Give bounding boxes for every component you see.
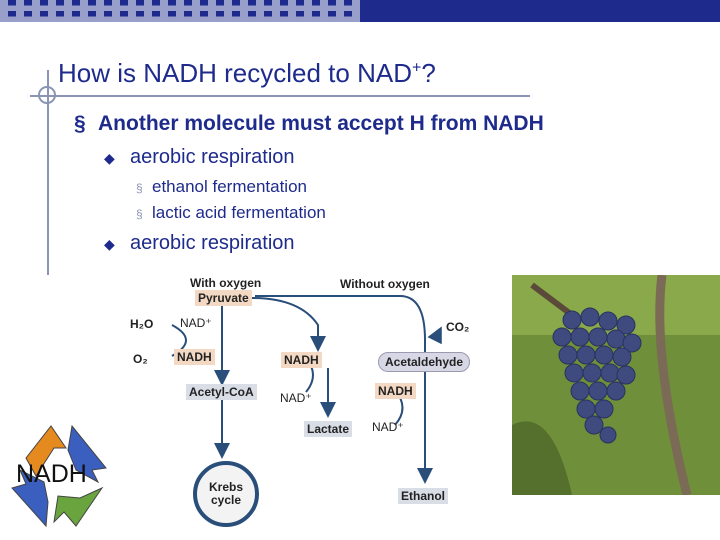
- crosshair-icon: [38, 86, 56, 104]
- o2-label: O₂: [133, 352, 148, 366]
- bullet-level2-1: ◆aerobic respiration: [104, 146, 295, 168]
- with-oxygen-label: With oxygen: [190, 276, 262, 290]
- nadh-box-3: NADH: [375, 383, 416, 399]
- bullet-marker-icon: §: [136, 207, 143, 221]
- acetaldehyde-oval: Acetaldehyde: [378, 352, 471, 372]
- nadh-box-1: NADH: [174, 349, 215, 365]
- ethanol-box: Ethanol: [398, 488, 448, 504]
- lactate-box: Lactate: [304, 421, 353, 437]
- nadh-logo-text: NADH: [16, 460, 87, 488]
- recycle-arrows-icon: [11, 424, 107, 528]
- bullet-level1: §Another molecule must accept H from NAD…: [74, 112, 544, 135]
- slide-title: How is NADH recycled to NAD+?: [58, 58, 436, 88]
- nad-plus-label-2: NAD⁺: [280, 391, 312, 405]
- pyruvate-box: Pyruvate: [195, 290, 252, 306]
- bullet-marker-icon: §: [74, 112, 86, 135]
- top-banner: [0, 0, 720, 22]
- krebs-cycle-label: Krebs cycle: [208, 480, 243, 507]
- without-oxygen-label: Without oxygen: [340, 277, 430, 291]
- bullet-marker-icon: §: [136, 181, 143, 195]
- acetyl-coa-box: Acetyl-CoA: [186, 384, 257, 400]
- krebs-cycle-circle: Krebs cycle: [193, 461, 259, 527]
- diamond-bullet-icon: ◆: [104, 236, 115, 252]
- nad-plus-label-3: NAD⁺: [372, 420, 404, 434]
- bullet-level3-2: §lactic acid fermentation: [136, 203, 326, 222]
- bullet-level2-2: ◆aerobic respiration: [104, 232, 295, 254]
- co2-label: CO₂: [446, 320, 470, 334]
- checker-pattern: [0, 0, 360, 22]
- vertical-rule: [47, 70, 49, 275]
- horizontal-rule: [30, 95, 530, 97]
- nad-plus-label-1: NAD⁺: [180, 316, 212, 330]
- grapes-photo: [512, 275, 720, 495]
- bullet-level3-1: §ethanol fermentation: [136, 177, 307, 196]
- diamond-bullet-icon: ◆: [104, 150, 115, 166]
- nadh-box-2: NADH: [281, 352, 322, 368]
- h2o-label: H₂O: [130, 317, 154, 331]
